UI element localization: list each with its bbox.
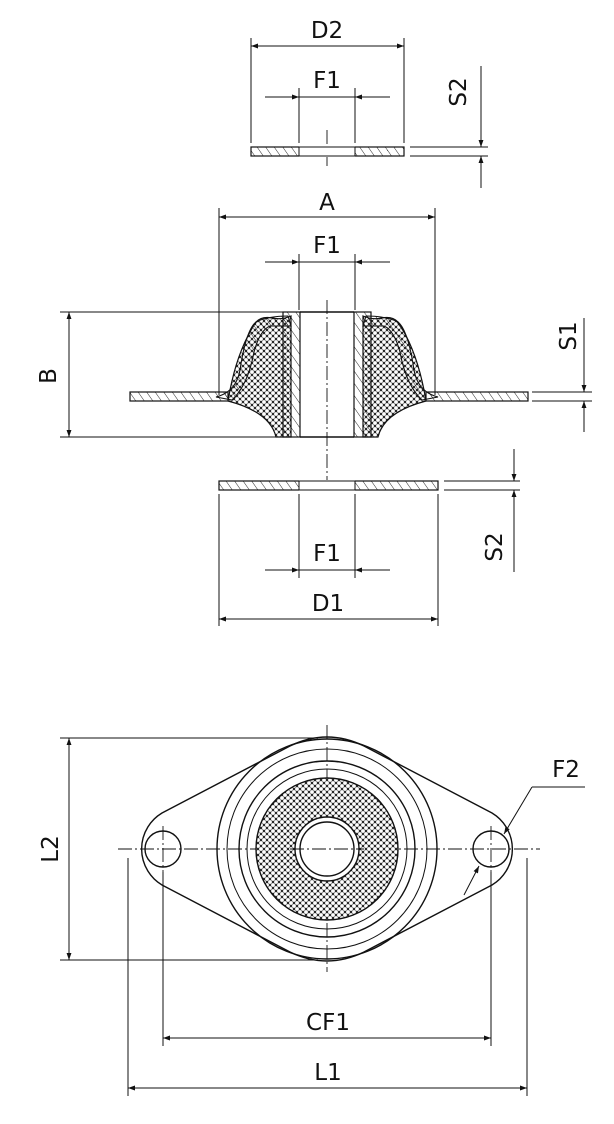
mount-plan-view: L2 CF1 L1 F2 (38, 725, 585, 1096)
bottom-washer-view: F1 D1 S2 (218, 449, 520, 626)
s1-label: S1 (556, 321, 582, 350)
cf1-label: CF1 (306, 1010, 350, 1036)
mount-section-view: A F1 B S1 (36, 190, 592, 482)
s2-label-top: S2 (446, 77, 472, 106)
f1-label-low: F1 (313, 541, 341, 567)
s2-label-low: S2 (482, 532, 508, 561)
l2-label: L2 (38, 835, 64, 862)
a-label: A (319, 190, 335, 216)
d1-label: D1 (312, 591, 344, 617)
d2-label: D2 (311, 18, 343, 44)
f2-label: F2 (552, 757, 580, 783)
l1-label: L1 (314, 1060, 341, 1086)
b-label: B (36, 368, 62, 384)
f1-label-mid: F1 (313, 233, 341, 259)
f1-label-top: F1 (313, 68, 341, 94)
top-washer-view: D2 F1 S2 (250, 18, 488, 188)
